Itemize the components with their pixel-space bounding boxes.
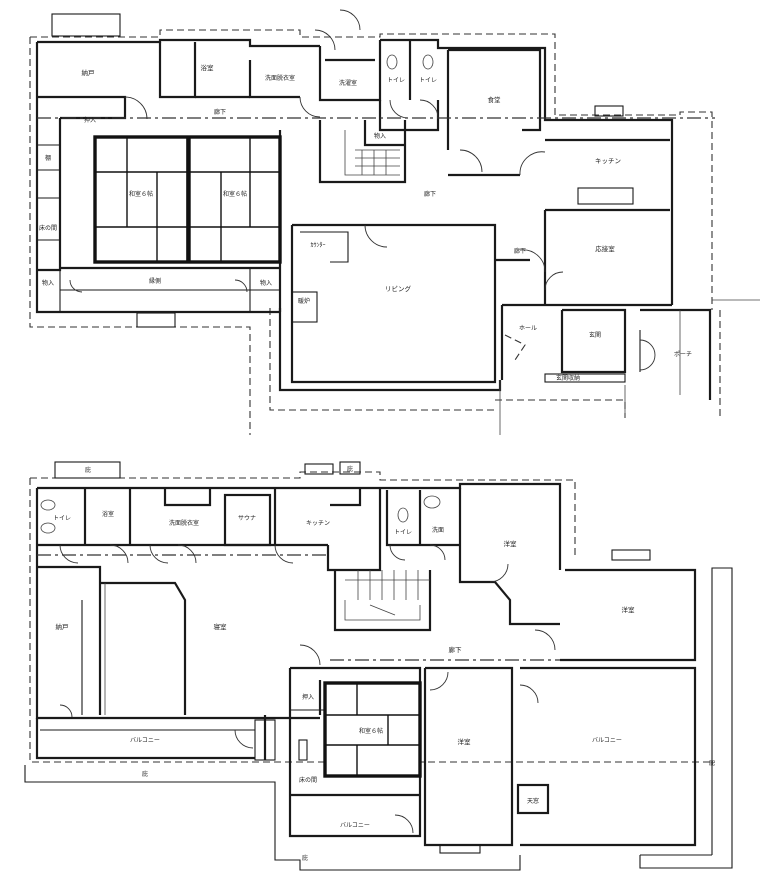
floor1-plan xyxy=(29,9,760,435)
room-reception: 応接室 xyxy=(595,244,615,253)
room-closet-2f: 押入 xyxy=(302,693,314,701)
room-sauna: サウナ xyxy=(238,514,256,522)
room-corridor-top: 廊下 xyxy=(214,108,226,116)
room-engawa: 縁側 xyxy=(149,277,161,285)
room-washitsu-2f: 和室６帖 xyxy=(359,727,383,735)
room-entrance: 玄関 xyxy=(589,331,601,339)
room-eave-bottom: 庇 xyxy=(142,770,148,778)
floor2-labels: 庇 庇 トイレ 浴室 洗面脱衣室 サウナ キッチン トイレ 洗面 洋室 洋室 納… xyxy=(53,465,715,862)
room-eave-small: 庇 xyxy=(302,854,308,862)
room-western-b: 洋室 xyxy=(622,605,636,614)
room-shoe-storage: 玄関収納 xyxy=(556,374,580,382)
floor2-plan xyxy=(24,461,733,871)
room-washbasin: 洗面 xyxy=(432,526,444,534)
room-nando-2f: 納戸 xyxy=(56,622,70,631)
room-laundry: 洗濯室 xyxy=(339,79,357,87)
room-bath-1f: 浴室 xyxy=(201,63,215,72)
room-corridor-2f: 廊下 xyxy=(449,645,463,654)
room-washroom-1f: 洗面脱衣室 xyxy=(265,74,295,82)
room-hall: ホール xyxy=(519,325,537,332)
room-washitsu-b: 和室６帖 xyxy=(223,190,247,198)
room-kitchen-2f: キッチン xyxy=(306,520,330,527)
room-tokonoma-1f: 床の間 xyxy=(39,224,57,232)
room-eave-b: 庇 xyxy=(347,465,353,473)
room-bedroom: 寝室 xyxy=(214,622,228,631)
room-toilet-a-2f: トイレ xyxy=(53,515,71,522)
room-skylight: 天窓 xyxy=(527,797,539,805)
room-western-a: 洋室 xyxy=(504,539,518,548)
room-corridor-center: 廊下 xyxy=(424,190,436,198)
room-bath-2f: 浴室 xyxy=(102,510,114,518)
room-counter: ｶｳﾝﾀｰ xyxy=(310,242,325,249)
room-storage-left: 物入 xyxy=(42,279,54,287)
room-balcony-left: バルコニー xyxy=(130,737,160,744)
room-nando-1f: 納戸 xyxy=(82,68,96,77)
room-tokonoma-2f: 床の間 xyxy=(299,776,317,784)
room-toilet-b-2f: トイレ xyxy=(394,529,412,536)
room-washroom-2f: 洗面脱衣室 xyxy=(169,519,199,527)
room-corridor-right: 廊下 xyxy=(514,247,526,255)
room-washitsu-a: 和室６帖 xyxy=(129,190,153,198)
room-eave-a: 庇 xyxy=(85,466,91,474)
room-kitchen-1f: キッチン xyxy=(595,157,621,165)
room-balcony-small: バルコニー xyxy=(340,822,370,829)
room-western-c: 洋室 xyxy=(458,737,472,746)
room-storage-stair: 物入 xyxy=(374,132,386,140)
room-living: リビング xyxy=(385,284,412,293)
room-eave-right: 庇 xyxy=(709,759,715,767)
room-toilet-a-1f: トイレ xyxy=(387,77,405,84)
room-fireplace: 暖炉 xyxy=(298,297,310,305)
room-storage-right: 物入 xyxy=(260,279,272,287)
room-balcony-right: バルコニー xyxy=(592,737,622,744)
room-closet-top: 押入 xyxy=(84,116,96,124)
floor1-labels: 納戸 浴室 洗面脱衣室 洗濯室 トイレ トイレ 食堂 廊下 押入 物入 キッチン… xyxy=(39,63,692,382)
room-porch: ポーチ xyxy=(674,350,692,358)
room-dining: 食堂 xyxy=(488,95,502,104)
room-toilet-b-1f: トイレ xyxy=(419,77,437,84)
room-shelf: 棚 xyxy=(45,154,51,162)
